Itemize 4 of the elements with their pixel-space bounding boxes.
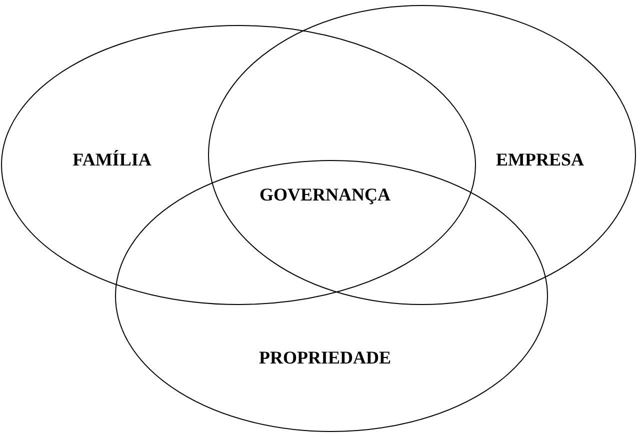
set-label: PROPRIEDADE: [259, 348, 391, 368]
intersection-label: GOVERNANÇA: [260, 184, 390, 206]
set-label: EMPRESA: [496, 150, 584, 170]
set-label: FAMÍLIA: [72, 150, 152, 170]
